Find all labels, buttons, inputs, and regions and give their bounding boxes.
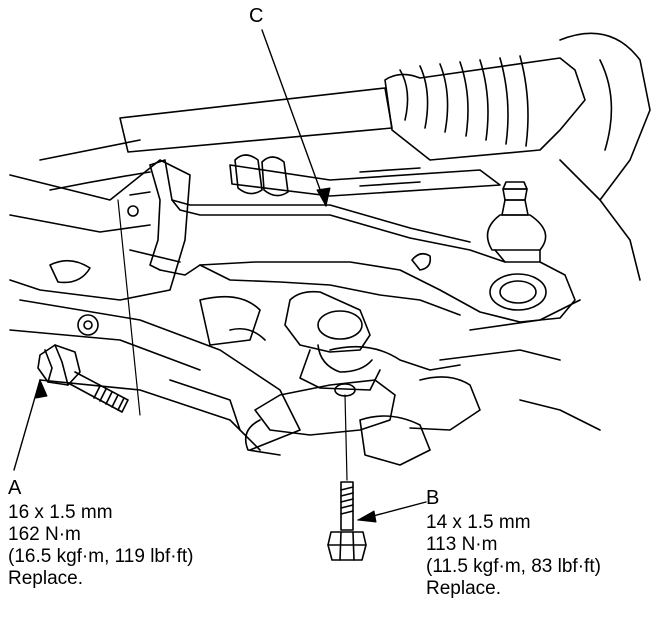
leader-c bbox=[261, 29, 327, 207]
bolt-b bbox=[327, 481, 367, 561]
tie-rod-background bbox=[229, 154, 501, 197]
bolt-a-size: 16 x 1.5 mm bbox=[8, 502, 113, 523]
arrow-heads bbox=[35, 187, 377, 523]
callout-a-label: A bbox=[8, 477, 22, 499]
lower-control-arm bbox=[127, 159, 576, 391]
ball-joint bbox=[486, 181, 547, 263]
arrow-head-c bbox=[316, 187, 331, 207]
subframe bbox=[9, 159, 641, 466]
callout-c-label: C bbox=[249, 5, 264, 27]
arrow-head-b bbox=[357, 510, 377, 523]
bolt-a-torque-alt: (16.5 kgf·m, 119 lbf·ft) bbox=[8, 546, 194, 567]
callout-a-spec: 16 x 1.5 mm 162 N·m (16.5 kgf·m, 119 lbf… bbox=[8, 502, 194, 590]
arrow-head-a bbox=[35, 379, 48, 399]
drive-shaft-background bbox=[39, 32, 651, 201]
bolt-a-note: Replace. bbox=[8, 568, 83, 589]
bolt-a-torque-nm: 162 N·m bbox=[8, 524, 81, 545]
alignment-lines bbox=[117, 199, 348, 481]
callout-b-label: B bbox=[426, 487, 440, 509]
bolt-b-torque-alt: (11.5 kgf·m, 83 lbf·ft) bbox=[426, 556, 601, 577]
leader-a bbox=[13, 379, 41, 471]
callout-b-spec: 14 x 1.5 mm 113 N·m (11.5 kgf·m, 83 lbf·… bbox=[426, 512, 601, 600]
bolt-b-size: 14 x 1.5 mm bbox=[426, 512, 531, 533]
bolt-b-note: Replace. bbox=[426, 578, 501, 599]
bolt-a bbox=[37, 344, 129, 413]
bolt-b-torque-nm: 113 N·m bbox=[426, 534, 498, 555]
